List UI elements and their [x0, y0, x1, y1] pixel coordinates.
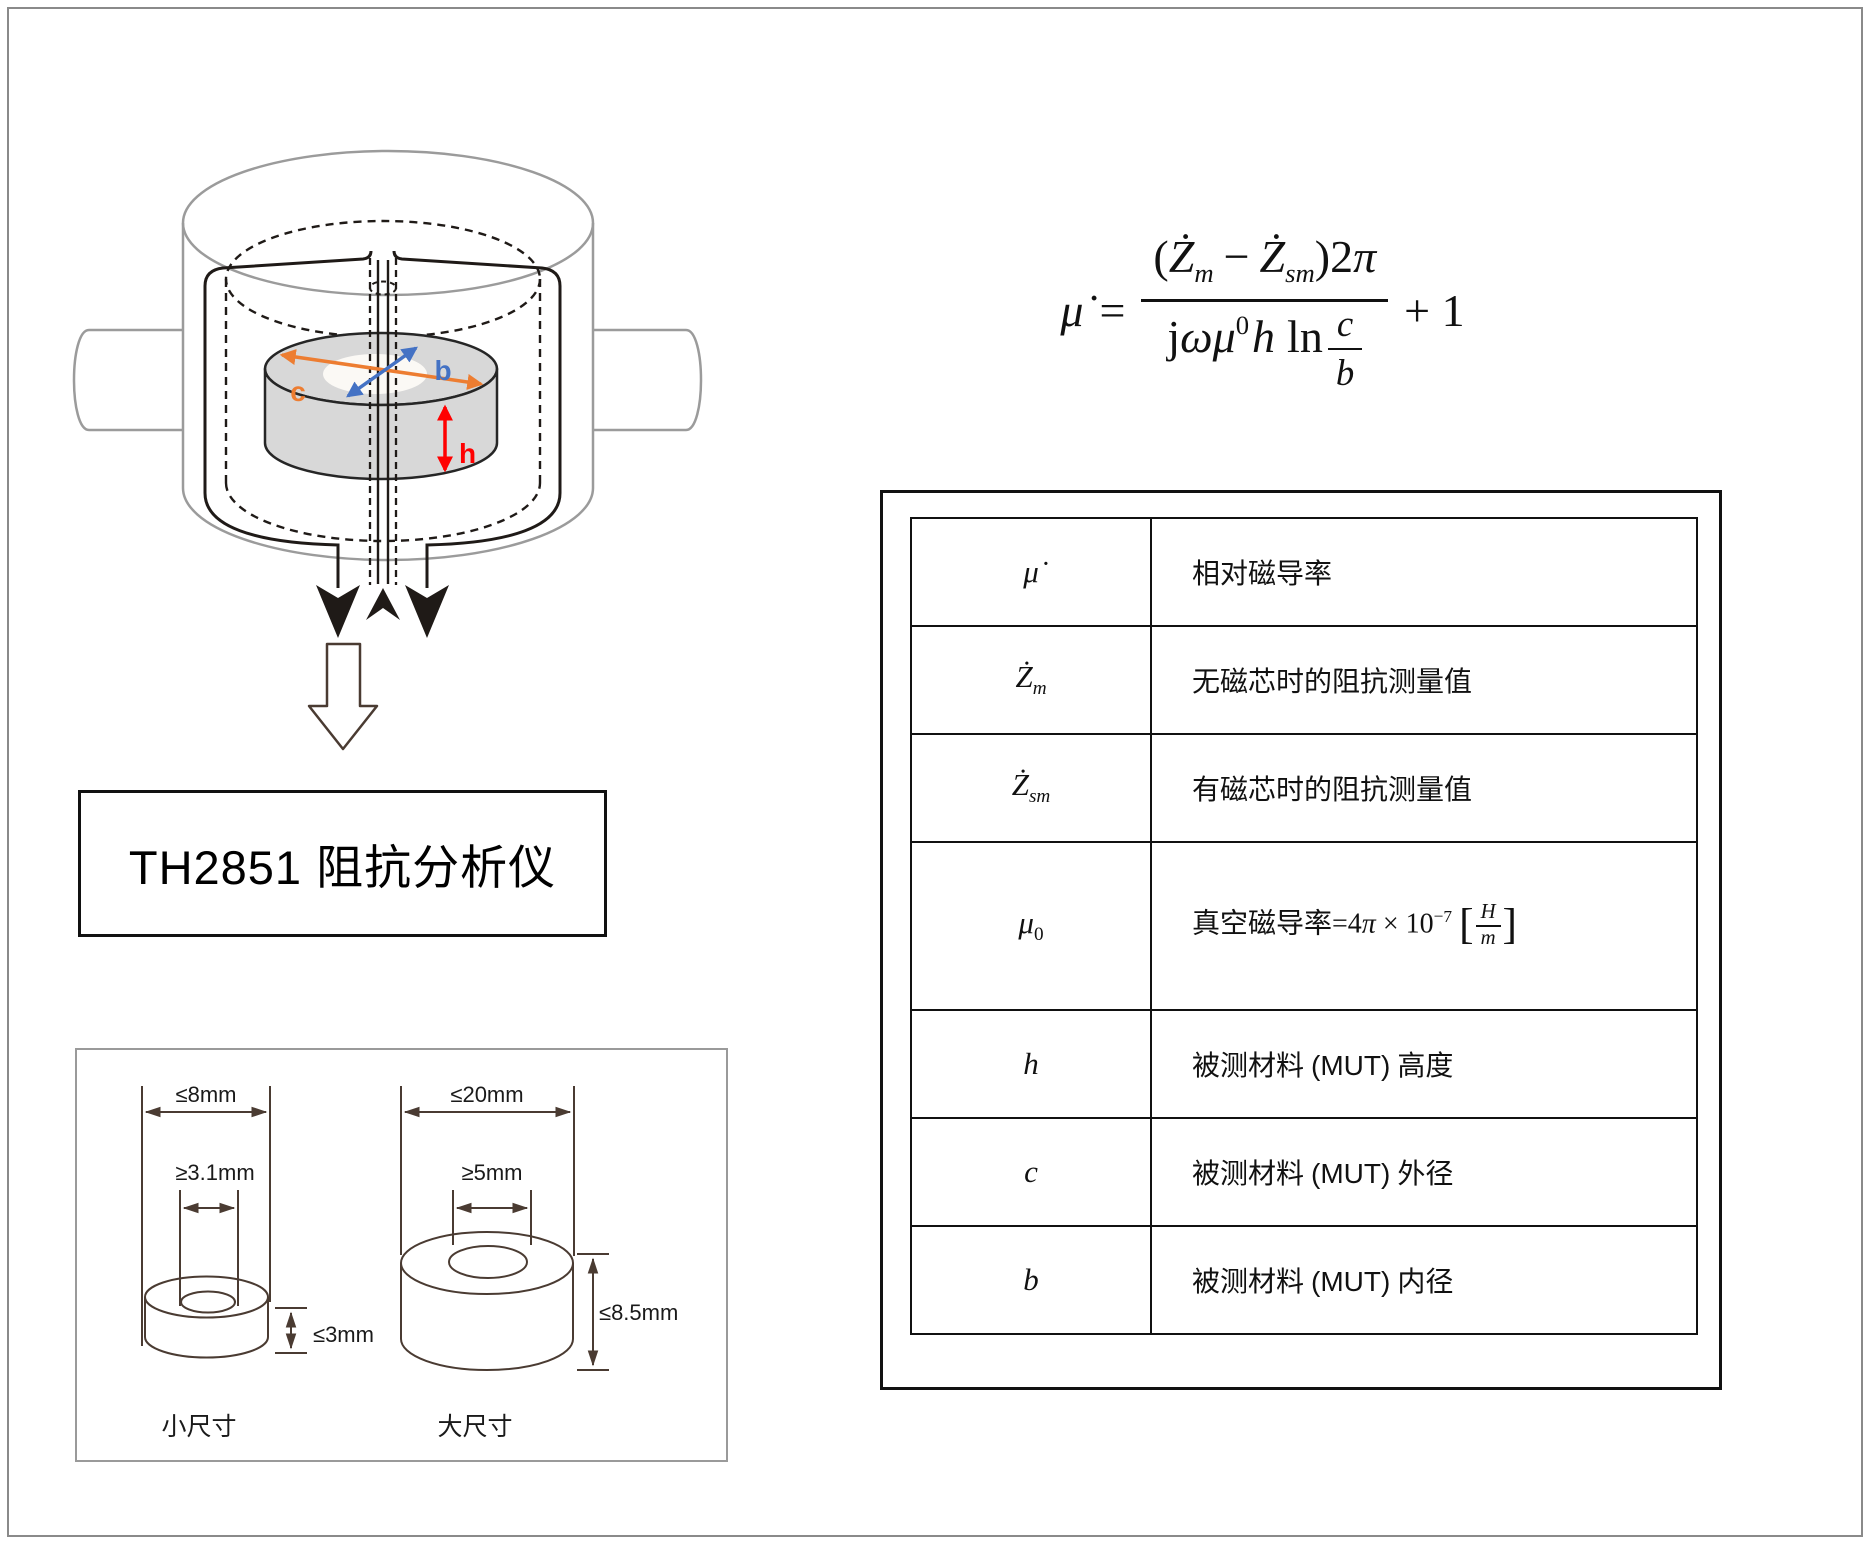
table-row-zsm: Żsm 有磁芯时的阻抗测量值	[910, 733, 1698, 843]
symbol-cell: Żm	[910, 625, 1152, 735]
rod-up-arrow-icon	[366, 588, 400, 620]
formula-numerator: (Żm−Żsm)2π	[1141, 230, 1389, 302]
analyzer-label: TH2851 阻抗分析仪	[128, 841, 557, 894]
large-caption: 大尺寸	[437, 1413, 512, 1441]
symbol-cell: μ̇	[910, 517, 1152, 627]
flow-down-arrow-icon	[307, 642, 379, 751]
small-inner-dim: ≥3.1mm	[175, 1160, 254, 1185]
table-row-c: c 被测材料 (MUT) 外径	[910, 1117, 1698, 1227]
fixture-inner-cavity-dashed	[224, 219, 542, 543]
description-cell: 有磁芯时的阻抗测量值	[1150, 733, 1698, 843]
symbol-cell: c	[910, 1117, 1152, 1227]
symbol-table: μ̇ 相对磁导率 Żm 无磁芯时的阻抗测量值 Żsm 有磁芯时的阻抗测量值 μ0…	[910, 517, 1698, 1335]
table-row-h: h 被测材料 (MUT) 高度	[910, 1009, 1698, 1119]
b-inner-diameter-arrow	[346, 346, 418, 398]
label-h: h	[459, 438, 476, 469]
fixture-diagram: c b h	[72, 149, 703, 751]
fixture-tab-right	[593, 328, 703, 432]
large-outer-dim: ≤20mm	[450, 1082, 523, 1107]
size-limits-panel: ≤8mm ≥3.1mm ≤3mm 小尺寸 ≤20mm ≥5mm ≤8.5mm 大…	[75, 1048, 728, 1462]
fixture-cup	[203, 250, 562, 588]
description-cell: 相对磁导率	[1150, 517, 1698, 627]
lead-arrow-left-icon	[316, 585, 360, 638]
small-toroid-dimensions	[141, 1086, 307, 1359]
label-c: c	[290, 376, 306, 407]
symbol-cell: Żsm	[910, 733, 1152, 843]
formula-equals: =	[1099, 285, 1126, 336]
symbol-cell: b	[910, 1225, 1152, 1335]
table-row-mu: μ̇ 相对磁导率	[910, 517, 1698, 627]
symbol-cell: μ0	[910, 841, 1152, 1011]
description-cell: 被测材料 (MUT) 高度	[1150, 1009, 1698, 1119]
size-limits-diagram: ≤8mm ≥3.1mm ≤3mm 小尺寸 ≤20mm ≥5mm ≤8.5mm 大…	[141, 1082, 678, 1441]
small-height-dim: ≤3mm	[313, 1322, 374, 1347]
large-inner-dim: ≥5mm	[462, 1160, 523, 1185]
small-caption: 小尺寸	[161, 1413, 236, 1441]
symbol-cell: h	[910, 1009, 1152, 1119]
table-row-b: b 被测材料 (MUT) 内径	[910, 1225, 1698, 1335]
large-height-dim: ≤8.5mm	[599, 1300, 678, 1325]
formula-mu-dot: μ̇	[1060, 285, 1084, 336]
label-b: b	[434, 355, 451, 386]
description-cell: 被测材料 (MUT) 内径	[1150, 1225, 1698, 1335]
table-row-zm: Żm 无磁芯时的阻抗测量值	[910, 625, 1698, 735]
symbol-table-box: μ̇ 相对磁导率 Żm 无磁芯时的阻抗测量值 Żsm 有磁芯时的阻抗测量值 μ0…	[880, 490, 1722, 1390]
small-outer-dim: ≤8mm	[176, 1082, 237, 1107]
fixture-tab-left	[72, 328, 183, 432]
lead-arrow-right-icon	[405, 585, 449, 638]
center-rod	[368, 258, 398, 585]
page-border	[7, 7, 1863, 1537]
formula-plus-one: + 1	[1404, 285, 1465, 336]
description-cell: 被测材料 (MUT) 外径	[1150, 1117, 1698, 1227]
description-cell: 无磁芯时的阻抗测量值	[1150, 625, 1698, 735]
large-toroid-dimensions	[400, 1086, 609, 1371]
analyzer-box: TH2851 阻抗分析仪	[78, 790, 607, 937]
